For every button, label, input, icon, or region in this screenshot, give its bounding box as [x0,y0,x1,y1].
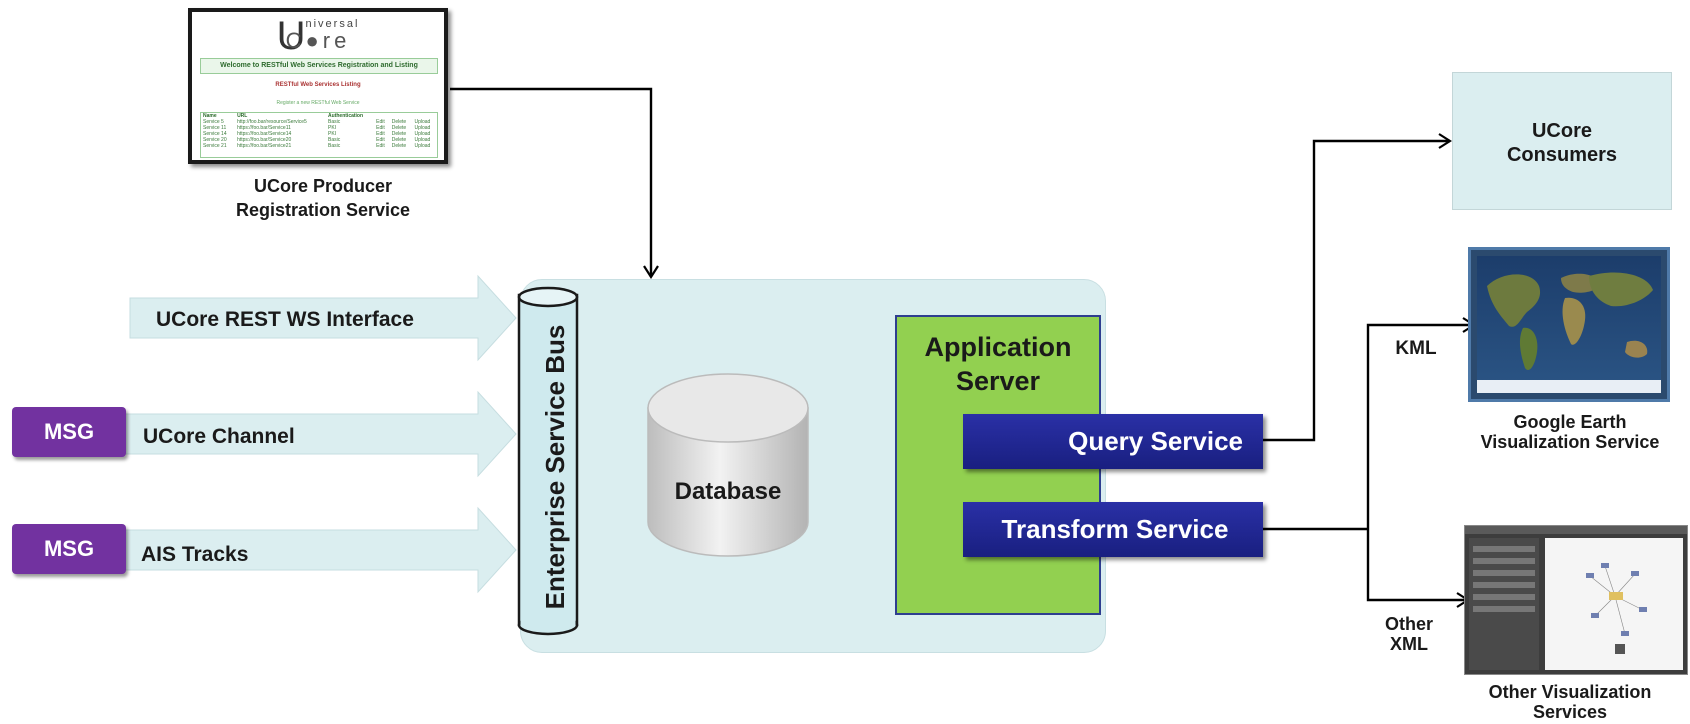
table-cell: Service 14 [203,131,227,137]
table-cell: http://foo.bar/resource/Service5 [237,119,307,125]
graph-visualization-icon [1465,526,1687,670]
table-cell: Basic [328,137,341,143]
row-action-link[interactable]: Delete [391,137,407,143]
row-action-link[interactable]: Edit [376,125,385,131]
register-link[interactable]: Register a new RESTful Web Service [276,100,360,106]
universal-core-logo: Universal C●re [276,14,360,58]
row-action-link[interactable]: Upload [414,143,431,149]
row-action-link[interactable]: Upload [414,125,431,131]
msg-badge-channel: MSG [12,407,126,457]
table-cell: Service 20 [203,137,227,143]
rest-interface-label: UCore REST WS Interface [156,308,414,331]
query-to-consumers-connector [1263,141,1450,442]
table-cell: Basic [328,119,341,125]
application-server-label: Application Server [924,332,1072,396]
column-header: Name [203,113,217,119]
table-cell: PKI [328,131,337,137]
row-action-link[interactable]: Upload [414,119,431,125]
other-visualization-caption: Other Visualization Services [1488,682,1652,722]
services-table: Name URL Authentication Service 5 http://… [200,112,438,158]
other-xml-connector [1366,529,1468,600]
ucore-consumers: UCore Consumers [1452,72,1672,210]
google-earth-image [1468,247,1670,402]
row-action-link[interactable]: Edit [376,137,385,143]
table-cell: Service 21 [203,143,227,149]
table-cell: https://foo.bar/Service20 [237,137,292,143]
table-cell: https://foo.bar/Service14 [237,131,292,137]
table-row: Service 11 https://foo.bar/Service11 PKI Ed… [201,125,437,131]
table-cell: Basic [328,143,341,149]
kml-label: KML [1395,338,1437,359]
channel-label: UCore Channel [143,425,295,448]
table-row: Service 21 https://foo.bar/Service21 Basic… [201,143,437,149]
row-action-link[interactable]: Delete [391,119,407,125]
column-header: Authentication [328,113,364,119]
table-header-row: Name URL Authentication [201,113,437,119]
row-action-link[interactable]: Delete [391,143,407,149]
database-label: Database [674,478,782,505]
rest-interface-arrow [129,274,517,362]
ais-label: AIS Tracks [141,543,249,566]
registration-caption: UCore Producer Registration Service [235,176,411,220]
channel-arrow [124,390,517,478]
world-map-icon [1477,256,1661,393]
table-cell: Service 5 [203,119,224,125]
row-action-link[interactable]: Upload [414,137,431,143]
table-cell: Service 11 [203,125,227,131]
transform-service: Transform Service [963,502,1263,557]
google-earth-caption: Google Earth Visualization Service [1480,412,1660,452]
row-action-link[interactable]: Edit [376,131,385,137]
ais-arrow [124,506,517,594]
row-action-link[interactable]: Upload [414,131,431,137]
row-action-link[interactable]: Delete [391,131,407,137]
other-visualization-image [1464,525,1688,675]
table-cell: PKI [328,125,337,131]
kml-connector [1366,325,1474,529]
esb-cylinder [517,286,579,636]
database-cylinder [647,373,809,557]
query-service: Query Service [963,414,1263,469]
esb-label: Enterprise Service Bus [540,324,570,610]
table-row: Service 5 http://foo.bar/resource/Service… [201,119,437,125]
registration-screenshot: Universal C●re Welcome to RESTful Web Se… [188,8,448,164]
table-cell: https://foo.bar/Service21 [237,143,292,149]
table-row: Service 20 https://foo.bar/Service20 Basic… [201,137,437,143]
listing-subtitle: RESTful Web Services Listing [275,82,361,88]
row-action-link[interactable]: Delete [391,125,407,131]
other-xml-label: Other XML [1384,614,1433,654]
row-action-link[interactable]: Edit [376,143,385,149]
msg-badge-ais: MSG [12,524,126,574]
row-action-link[interactable]: Edit [376,119,385,125]
table-row: Service 14 https://foo.bar/Service14 PKI Ed… [201,131,437,137]
registration-connector [450,87,651,277]
table-cell: https://foo.bar/Service11 [237,125,291,131]
welcome-banner: Welcome to RESTful Web Services Registra… [200,58,438,74]
column-header: URL [237,113,248,119]
